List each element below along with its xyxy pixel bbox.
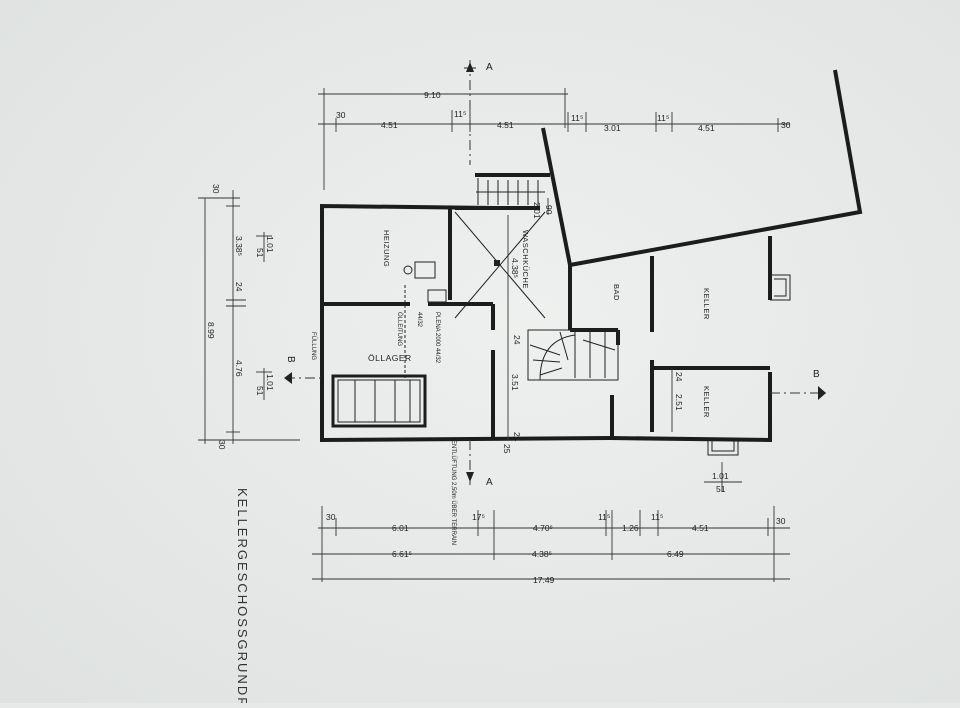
boiler (403, 261, 447, 303)
room-keller-1: KELLER (702, 288, 711, 320)
exterior-stair (475, 173, 550, 205)
dim-bottom-m3: 6.49 (667, 549, 684, 559)
dim-win-bottom: 1.01 (712, 471, 729, 481)
dim-wk-351: 3.51 (510, 374, 520, 391)
room-labels: HEIZUNG WASCHKÜCHE ÖLLAGER BAD KELLER KE… (368, 230, 711, 418)
section-b-left: B (285, 356, 296, 363)
dim-bottom-r1b: 17⁵ (472, 512, 485, 522)
interior-stair (527, 329, 619, 381)
section-a-top: A (486, 62, 493, 73)
dim-top-total: 9.10 (424, 90, 441, 100)
section-line-a: A A (464, 60, 493, 488)
note-fuellung: FÜLLUNG (310, 332, 317, 360)
dim-top-d3: 4.51 (497, 120, 514, 130)
room-bad: BAD (612, 284, 621, 301)
oil-tank (331, 374, 427, 428)
plan-title: KELLERGESCHOSSGRUNDRISS (235, 488, 250, 703)
section-line-b: B B (284, 356, 830, 400)
dim-top-d4: 11⁵ (571, 113, 583, 123)
dim-left-b: 24 (234, 282, 244, 292)
dim-bottom-25: 25 (502, 444, 512, 454)
section-b-right: B (813, 369, 820, 380)
dim-left-win2b: 51 (255, 386, 265, 396)
dim-bottom-r3b: 11⁵ (651, 512, 663, 522)
dim-bottom-r1: 6.01 (392, 523, 409, 533)
dim-left-c: 4.76 (234, 360, 244, 377)
dim-wk-width: 4.38⁵ (510, 258, 520, 278)
dim-top-d7: 4.51 (698, 123, 715, 133)
dim-win-bottom-b: 51 (716, 484, 726, 494)
dim-bottom-r2b: 11⁵ (598, 512, 610, 522)
dim-top-d2: 11⁵ (454, 109, 466, 119)
waschkueche-void-cross (454, 211, 546, 319)
dim-bottom-end: 30 (776, 516, 786, 526)
dim-stair-top-b: 90 (544, 205, 554, 215)
section-a-bottom: A (486, 477, 493, 488)
dim-top-d1: 4.51 (381, 120, 398, 130)
dim-bottom-total: 17.49 (533, 575, 555, 585)
light-well-right (770, 274, 791, 301)
dims-top: 9.10 30 4.51 11⁵ 4.51 11⁵ 3.01 11⁵ 4.51 … (318, 88, 791, 190)
dim-left-total: 8.99 (206, 322, 216, 339)
dim-bottom-r3: 1.26 (622, 523, 639, 533)
dim-bottom-24: 24 (512, 432, 522, 442)
dim-top-d5: 3.01 (604, 123, 621, 133)
dim-left-win1b: 51 (255, 248, 265, 258)
dim-bottom-m1: 6.61⁵ (392, 549, 412, 559)
notes: FÜLLUNG PLENA 2000 44/32 ÖLLEITUNG 44/32… (310, 312, 457, 545)
dim-left-bottom: 30 (217, 440, 227, 450)
dims-left: 8.99 30 3.38⁵ 24 4.76 30 1.01 51 1.01 51 (198, 184, 300, 450)
dim-top-start: 30 (336, 110, 346, 120)
dim-keller-24: 24 (674, 372, 684, 382)
note-tank: PLENA 2000 44/32 (434, 312, 440, 364)
dim-left-win2: 1.01 (265, 374, 275, 391)
dims-bottom: 30 6.01 17⁵ 4.70⁵ 11⁵ 1.26 11⁵ 4.51 30 6… (312, 506, 790, 585)
room-oellager: ÖLLAGER (368, 353, 412, 363)
note-oelleitung: ÖLLEITUNG (396, 312, 403, 346)
note-heizung: 44/32 (416, 312, 422, 328)
room-waschkueche: WASCHKÜCHE (521, 230, 530, 289)
dim-left-top: 30 (211, 184, 221, 194)
dims-inner: 2.01 90 4.38⁵ 24 3.51 24 25 24 2.51 1.01… (502, 198, 742, 494)
room-keller-2: KELLER (702, 386, 711, 418)
room-heizung: HEIZUNG (382, 230, 391, 267)
dim-bottom-start: 30 (326, 512, 336, 522)
light-well-bottom (707, 440, 739, 456)
interior-walls (322, 208, 770, 438)
dim-bottom-m2: 4.38⁵ (532, 549, 552, 559)
exterior-walls (320, 69, 863, 443)
dim-left-win1: 1.01 (265, 236, 275, 253)
dim-top-d6: 11⁵ (657, 113, 669, 123)
dim-bottom-r2: 4.70⁵ (533, 523, 553, 533)
dim-stair-top: 2.01 (532, 202, 542, 219)
dim-left-a: 3.38⁵ (234, 236, 244, 256)
note-entlueftung: ENTLÜFTUNG 2,50m ÜBER TERRAIN (450, 440, 457, 545)
dim-bottom-r4: 4.51 (692, 523, 709, 533)
dim-wk-24: 24 (512, 335, 522, 345)
dim-top-end: 30 (781, 120, 791, 130)
dim-keller-251: 2.51 (674, 394, 684, 411)
